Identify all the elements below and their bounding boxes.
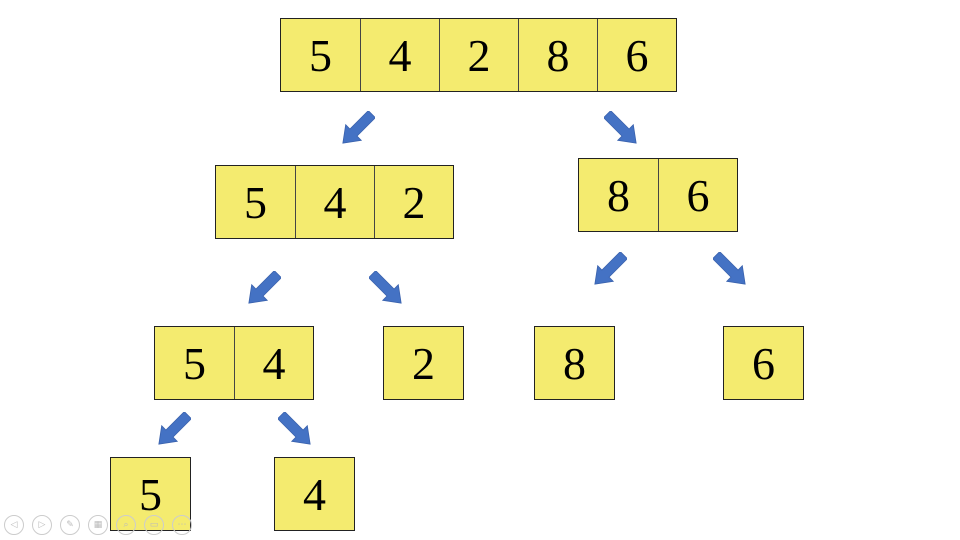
array-cell: 6 [724, 327, 803, 399]
array-cell: 2 [384, 327, 463, 399]
array-cell: 4 [234, 327, 313, 399]
array-cell: 8 [518, 19, 597, 91]
arrow-down-left-icon [248, 271, 281, 304]
arrow-down-right-icon [713, 252, 746, 285]
previous-icon[interactable]: ◁ [4, 515, 24, 535]
slides-grid-icon[interactable]: ▦ [88, 515, 108, 535]
array-cell: 2 [439, 19, 518, 91]
array-cell: 4 [275, 458, 354, 530]
next-icon[interactable]: ▷ [32, 515, 52, 535]
array-left-left-right: 4 [274, 457, 355, 531]
arrow-down-left-icon [342, 111, 375, 144]
array-cell: 5 [281, 19, 360, 91]
array-right-right: 6 [723, 326, 804, 400]
arrow-down-right-icon [278, 412, 311, 445]
array-cell: 5 [216, 166, 295, 238]
array-cell: 4 [295, 166, 374, 238]
array-left-right: 2 [383, 326, 464, 400]
array-cell: 6 [658, 159, 737, 231]
array-cell: 8 [579, 159, 658, 231]
subtitles-icon[interactable]: ▭ [144, 515, 164, 535]
array-cell: 8 [535, 327, 614, 399]
zoom-icon[interactable]: ⌕ [116, 515, 136, 535]
array-cell: 5 [155, 327, 234, 399]
more-icon[interactable]: ⋯ [172, 515, 192, 535]
array-cell: 4 [360, 19, 439, 91]
pen-icon[interactable]: ✎ [60, 515, 80, 535]
array-right-left: 8 [534, 326, 615, 400]
array-cell: 6 [597, 19, 676, 91]
slideshow-controls: ◁ ▷ ✎ ▦ ⌕ ▭ ⋯ [4, 515, 192, 535]
arrow-down-left-icon [594, 252, 627, 285]
arrow-down-left-icon [158, 412, 191, 445]
arrow-down-right-icon [369, 271, 402, 304]
array-cell: 2 [374, 166, 453, 238]
arrow-down-right-icon [604, 111, 637, 144]
